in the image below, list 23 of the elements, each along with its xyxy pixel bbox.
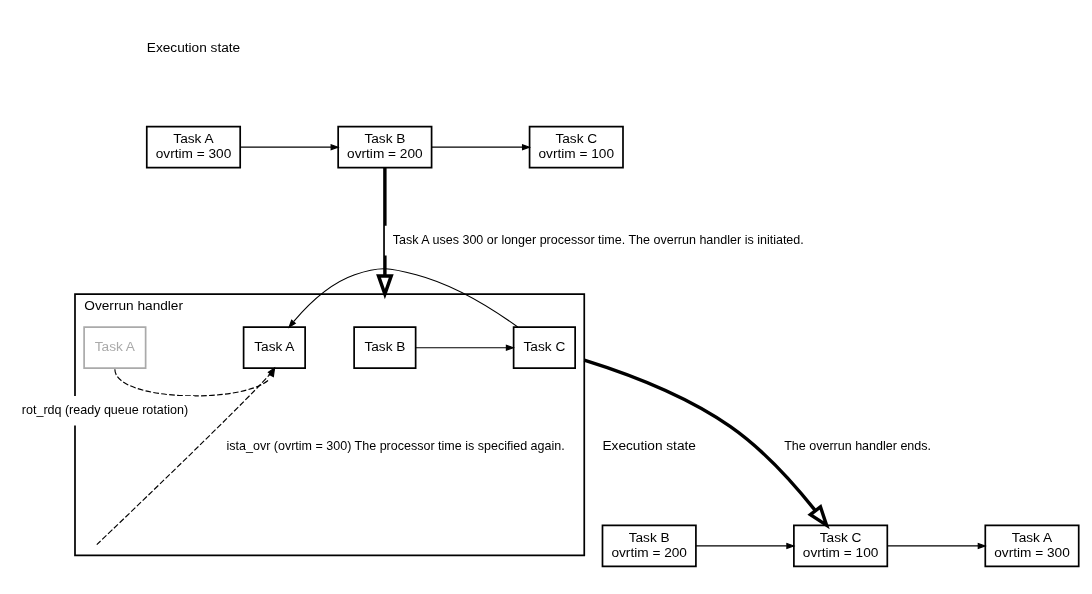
arrow (583, 358, 830, 530)
label: Execution state (146, 39, 241, 55)
edge-label: ista_ovr (ovrtim = 300) The processor time is specified again. (226, 439, 565, 454)
edge-label: Task A uses 300 or longer processor time. The overrun handler is initiated. (392, 232, 804, 247)
node-box: Task C (512, 326, 576, 370)
arrow (431, 144, 532, 151)
node-box: Task A (83, 326, 147, 370)
edge-label: The overrun handler ends. (784, 439, 932, 454)
node-box: Task A ovrtim = 300 (145, 125, 242, 169)
node-box: Task C ovrtim = 100 (793, 524, 889, 568)
node-box: Task C ovrtim = 100 (528, 125, 624, 169)
node-box: Task B (353, 326, 417, 370)
node-box: Task B ovrtim = 200 (337, 125, 433, 169)
node-box: Task A ovrtim = 300 (984, 524, 1080, 568)
label: Execution state (602, 438, 696, 454)
arrow (376, 167, 394, 300)
arrow (886, 542, 987, 550)
node-box: Task B ovrtim = 200 (601, 524, 697, 568)
arrow (239, 144, 340, 151)
arrow (288, 268, 519, 329)
arrow (695, 542, 796, 550)
arrow (415, 344, 515, 351)
node-box: Task A (242, 326, 306, 370)
